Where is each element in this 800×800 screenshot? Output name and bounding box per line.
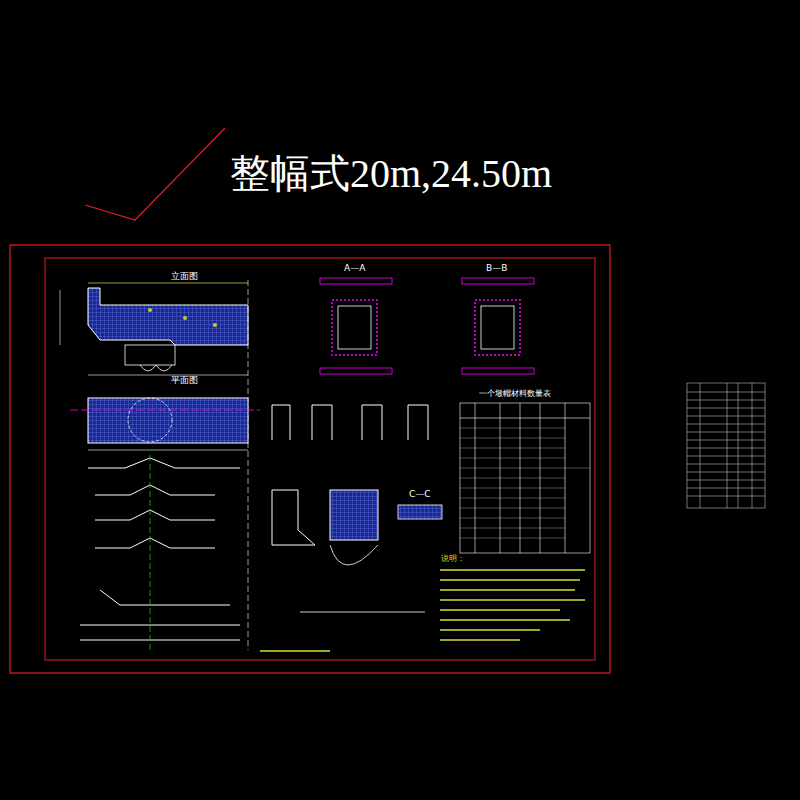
section-label: A—A — [343, 264, 366, 274]
section-label: C—C — [408, 490, 432, 500]
notes-heading: 说明： — [440, 555, 466, 564]
view-label: 立面图 — [170, 272, 199, 282]
sheet-title: 整幅式20m,24.50m — [230, 152, 552, 196]
section-label: B—B — [485, 264, 508, 274]
view-label: 平面图 — [170, 376, 199, 386]
table-title: 一个墩帽材料数量表 — [478, 390, 552, 399]
